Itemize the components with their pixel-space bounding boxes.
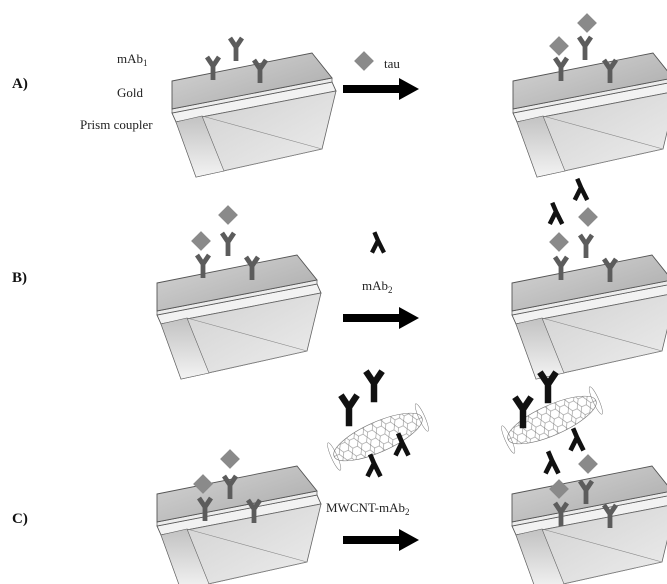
arrow-b: [343, 307, 419, 329]
arrow-c: [343, 529, 419, 551]
tau-antigen-icon: [354, 51, 374, 71]
panel-a: [171, 13, 667, 178]
label-prism-coupler: Prism coupler: [80, 117, 153, 132]
label-gold: Gold: [117, 85, 143, 100]
label-mab2: mAb2: [362, 278, 393, 295]
panel-c: [156, 371, 667, 584]
label-mab1: mAb1: [117, 51, 148, 68]
prism-coupler-a-result: [512, 52, 667, 178]
arrow-a: [343, 78, 419, 100]
panel-b: [156, 179, 667, 380]
panel-label-c: C): [12, 511, 28, 527]
label-mwcnt-mab2: MWCNT-mAb2: [326, 500, 410, 517]
prism-coupler-b-result: [511, 254, 667, 380]
label-tau: tau: [384, 56, 400, 71]
prism-coupler-b-start: [156, 254, 322, 380]
panel-label-b: B): [12, 270, 27, 286]
secondary-antibody-icon: [372, 232, 384, 252]
prism-coupler-a-start: [171, 52, 337, 178]
mwcnt-conjugate-icon: [325, 371, 431, 476]
prism-coupler-c-start: [156, 465, 322, 584]
panel-label-a: A): [12, 76, 28, 92]
